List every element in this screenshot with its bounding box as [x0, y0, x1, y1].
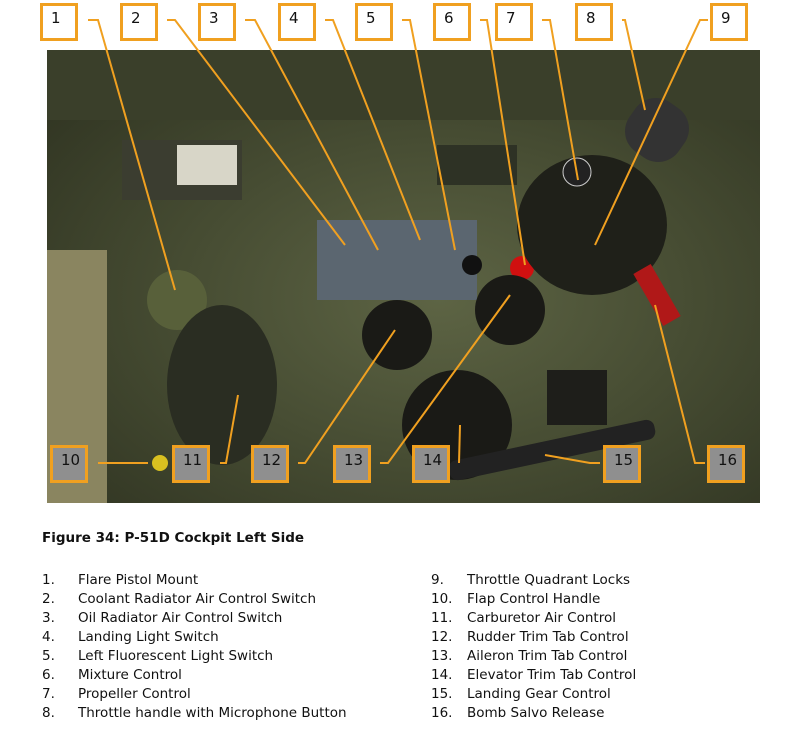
legend-number: 10.	[431, 591, 453, 607]
callout-10: 10	[50, 445, 88, 483]
legend-item: 13. Aileron Trim Tab Control	[431, 647, 636, 666]
legend-number: 6.	[42, 667, 55, 683]
legend-item: 8. Throttle handle with Microphone Button	[42, 704, 347, 723]
callout-6: 6	[433, 3, 471, 41]
legend-item: 1. Flare Pistol Mount	[42, 571, 347, 590]
legend-label: Landing Gear Control	[467, 686, 611, 702]
legend-number: 2.	[42, 591, 55, 607]
legend-item: 16. Bomb Salvo Release	[431, 704, 636, 723]
legend-label: Landing Light Switch	[78, 629, 219, 645]
legend-number: 3.	[42, 610, 55, 626]
legend-label: Flare Pistol Mount	[78, 572, 199, 588]
legend-number: 4.	[42, 629, 55, 645]
legend-item: 12. Rudder Trim Tab Control	[431, 628, 636, 647]
callout-2: 2	[120, 3, 158, 41]
legend-number: 1.	[42, 572, 55, 588]
legend-label: Left Fluorescent Light Switch	[78, 648, 274, 664]
callout-15: 15	[603, 445, 641, 483]
switch-panel	[317, 220, 477, 300]
legend-number: 5.	[42, 648, 55, 664]
instruction-plate	[547, 370, 607, 425]
figure-caption: Figure 34: P-51D Cockpit Left Side	[42, 530, 305, 546]
legend-label: Flap Control Handle	[467, 591, 601, 607]
legend-number: 7.	[42, 686, 55, 702]
legend-label: Mixture Control	[78, 667, 182, 683]
flare-pistol-mount	[147, 270, 207, 330]
legend-item: 6. Mixture Control	[42, 666, 347, 685]
legend-list-right: 9. Throttle Quadrant Locks 10. Flap Control…	[431, 571, 636, 723]
callout-7: 7	[495, 3, 533, 41]
legend-item: 14. Elevator Trim Tab Control	[431, 666, 636, 685]
legend-label: Rudder Trim Tab Control	[467, 629, 629, 645]
legend-number: 8.	[42, 705, 55, 721]
legend-number: 9.	[431, 572, 444, 588]
legend-item: 5. Left Fluorescent Light Switch	[42, 647, 347, 666]
callout-8: 8	[575, 3, 613, 41]
mixture-knob	[510, 256, 534, 280]
bomb-release	[633, 264, 681, 326]
legend-label: Carburetor Air Control	[467, 610, 616, 626]
callout-14: 14	[412, 445, 450, 483]
legend-item: 11. Carburetor Air Control	[431, 609, 636, 628]
legend-item: 10. Flap Control Handle	[431, 590, 636, 609]
legend-number: 16.	[431, 705, 453, 721]
legend-item: 4. Landing Light Switch	[42, 628, 347, 647]
callout-16: 16	[707, 445, 745, 483]
legend-item: 7. Propeller Control	[42, 685, 347, 704]
aileron-trim-wheel	[475, 275, 545, 345]
callout-12: 12	[251, 445, 289, 483]
legend-item: 9. Throttle Quadrant Locks	[431, 571, 636, 590]
legend-number: 13.	[431, 648, 453, 664]
legend-item: 3. Oil Radiator Air Control Switch	[42, 609, 347, 628]
callout-3: 3	[198, 3, 236, 41]
legend-item: 2. Coolant Radiator Air Control Switch	[42, 590, 347, 609]
flap-handle-quadrant	[167, 305, 277, 465]
throttle-quadrant	[517, 155, 667, 295]
legend-label: Bomb Salvo Release	[467, 705, 605, 721]
data-plate	[177, 145, 237, 185]
callout-13: 13	[333, 445, 371, 483]
legend-number: 14.	[431, 667, 453, 683]
callout-9: 9	[710, 3, 748, 41]
callout-1: 1	[40, 3, 78, 41]
legend-list-left: 1. Flare Pistol Mount 2. Coolant Radiator A…	[42, 571, 347, 723]
leader-lines	[88, 19, 708, 464]
legend-label: Throttle Quadrant Locks	[467, 572, 631, 588]
legend-item: 15. Landing Gear Control	[431, 685, 636, 704]
legend-label: Elevator Trim Tab Control	[467, 667, 637, 683]
callout-11: 11	[172, 445, 210, 483]
legend-label: Throttle handle with Microphone Button	[78, 705, 347, 721]
legend-label: Propeller Control	[78, 686, 191, 702]
legend-label: Aileron Trim Tab Control	[467, 648, 628, 664]
callout-4: 4	[278, 3, 316, 41]
legend-number: 11.	[431, 610, 453, 626]
legend-number: 12.	[431, 629, 453, 645]
legend-label: Oil Radiator Air Control Switch	[78, 610, 283, 626]
legend-label: Coolant Radiator Air Control Switch	[78, 591, 317, 607]
landing-gear-handle	[448, 419, 656, 481]
legend-number: 15.	[431, 686, 453, 702]
callout-5: 5	[355, 3, 393, 41]
